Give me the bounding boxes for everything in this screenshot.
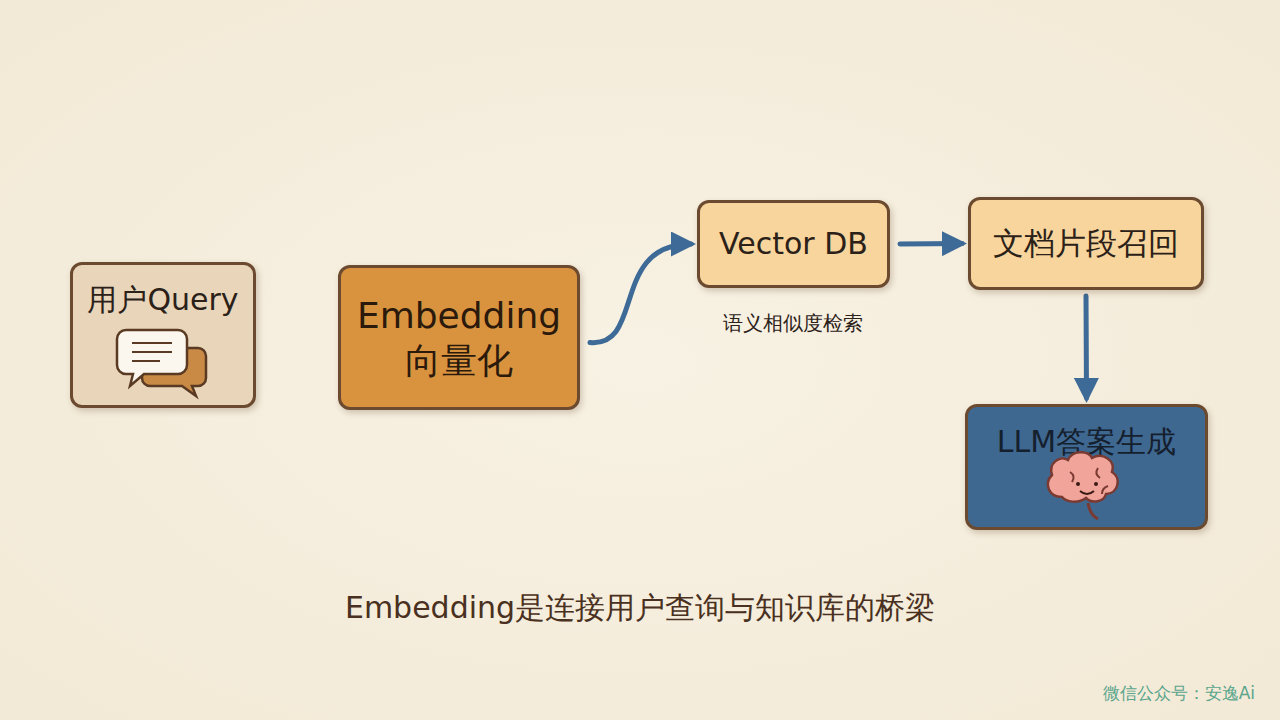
- process-box: LLM答案生成: [965, 404, 1208, 530]
- process-box: Embedding 向量化: [338, 265, 580, 410]
- node-label: Vector DB: [709, 225, 878, 263]
- flow-arrow: [900, 241, 962, 247]
- caption: Embedding是连接用户查询与知识库的桥梁: [345, 588, 935, 629]
- node-label: 文档片段召回: [983, 224, 1189, 263]
- node-label: Embedding 向量化: [341, 293, 577, 383]
- node-label: LLM答案生成: [987, 423, 1186, 461]
- process-box: 用户Query: [70, 262, 256, 408]
- process-box: 文档片段召回: [968, 197, 1204, 290]
- node-label: 用户Query: [77, 281, 248, 319]
- edge-note: 语义相似度检索: [723, 310, 863, 337]
- process-box: Vector DB: [697, 200, 890, 288]
- flow-arrow: [1084, 296, 1090, 398]
- flow-arrow: [590, 244, 691, 343]
- watermark: 微信公众号：安逸Ai: [1103, 682, 1255, 705]
